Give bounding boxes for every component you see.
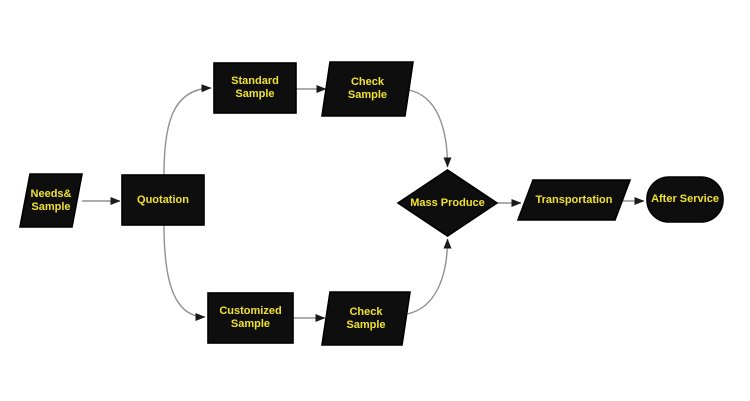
node-shape-needs-sample: [19, 173, 83, 228]
node-shape-check-sample-top: [321, 61, 414, 117]
edge-check-sample-bottom-to-mass-produce: [406, 238, 452, 315]
node-shape-mass-produce: [396, 169, 499, 237]
node-shape-quotation: [121, 174, 205, 226]
edge-check-sample-top-to-mass-produce: [408, 89, 452, 168]
node-shape-after-service: [646, 176, 724, 223]
node-shape-check-sample-bottom: [321, 291, 411, 346]
node-shape-customized-sample: [207, 292, 294, 344]
node-shape-transportation: [516, 179, 632, 221]
node-shape-standard-sample: [213, 62, 297, 114]
edge-quotation-to-customized-sample: [163, 224, 206, 321]
edge-quotation-to-standard-sample: [163, 84, 212, 176]
